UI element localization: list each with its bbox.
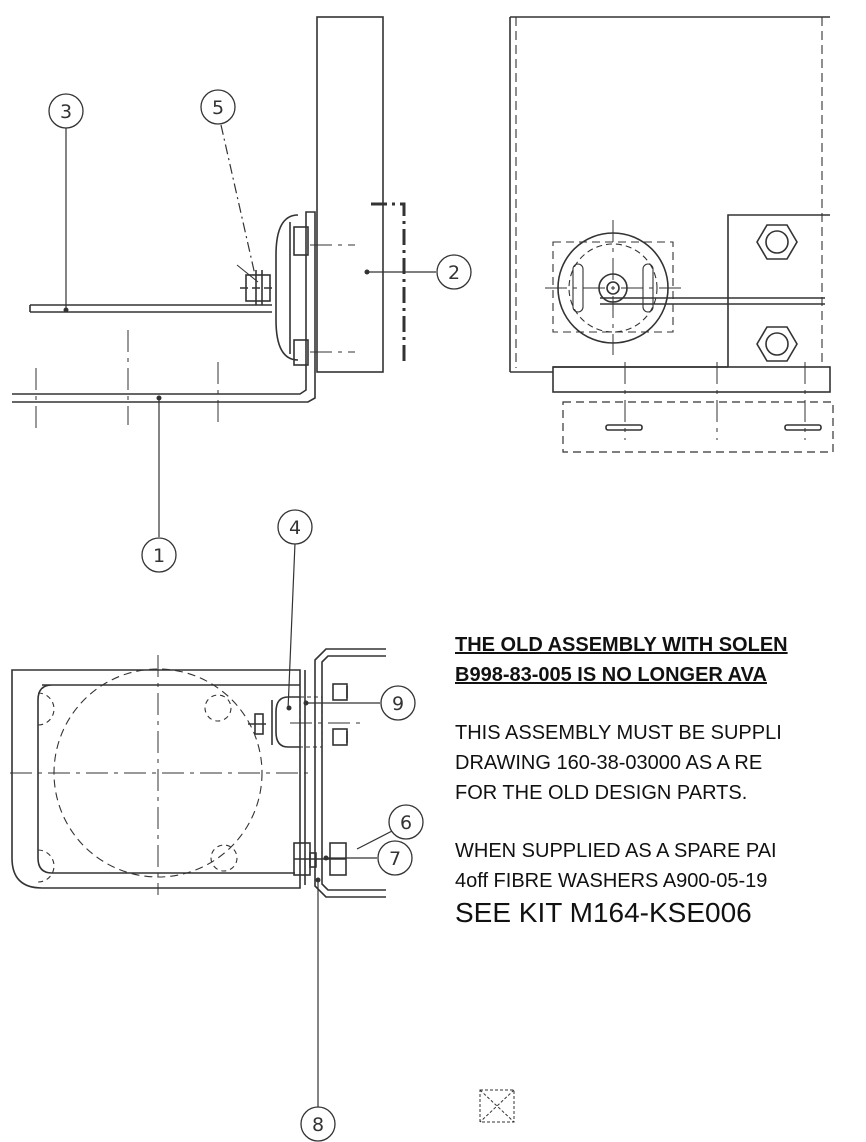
svg-text:5: 5 (212, 97, 224, 119)
note-supply-line-3: FOR THE OLD DESIGN PARTS. (455, 782, 748, 804)
nut (293, 226, 309, 256)
note-spare-line-2: 4off FIBRE WASHERS A900-05-19 (455, 870, 768, 892)
solenoid-coil (275, 214, 299, 361)
svg-text:3: 3 (60, 101, 72, 123)
balloon-5: 5 (200, 89, 236, 125)
svg-text:8: 8 (312, 1114, 324, 1136)
balloon-2: 2 (436, 254, 472, 290)
balloon-4: 4 (277, 509, 313, 545)
plan-view (10, 648, 386, 898)
front-view (509, 16, 834, 453)
balloon-7: 7 (377, 840, 413, 876)
hex-bolt (756, 224, 798, 260)
svg-text:9: 9 (392, 693, 404, 715)
svg-text:1: 1 (153, 545, 165, 567)
svg-text:7: 7 (389, 848, 401, 870)
mounting-bracket (552, 366, 831, 393)
angle-bracket (321, 655, 386, 891)
svg-text:2: 2 (448, 262, 460, 284)
note-warning-line-2: B998-83-005 IS NO LONGER AVA (455, 664, 767, 686)
note-spare-line-1: WHEN SUPPLIED AS A SPARE PAI (455, 840, 777, 862)
housing-outline (11, 669, 301, 889)
notes-block: THE OLD ASSEMBLY WITH SOLEN B998-83-005 … (455, 630, 866, 930)
bracket-part-1 (12, 211, 316, 403)
note-kit-reference: SEE KIT M164-KSE006 (455, 897, 752, 928)
balloon-6: 6 (388, 804, 424, 840)
side-view (12, 16, 406, 428)
balloon-1: 1 (141, 537, 177, 573)
balloon-3: 3 (48, 93, 84, 129)
svg-text:6: 6 (400, 812, 412, 834)
balloon-9: 9 (380, 685, 416, 721)
svg-text:4: 4 (289, 517, 301, 539)
note-supply-line-2: DRAWING 160-38-03000 AS A RE (455, 752, 763, 774)
stud (332, 683, 348, 701)
note-warning-line-1: THE OLD ASSEMBLY WITH SOLEN (455, 634, 788, 656)
note-supply-line-1: THIS ASSEMBLY MUST BE SUPPLI (455, 722, 782, 744)
solenoid-body (316, 16, 384, 373)
image-placeholder-icon (479, 1089, 515, 1123)
balloon-8: 8 (300, 1106, 336, 1142)
